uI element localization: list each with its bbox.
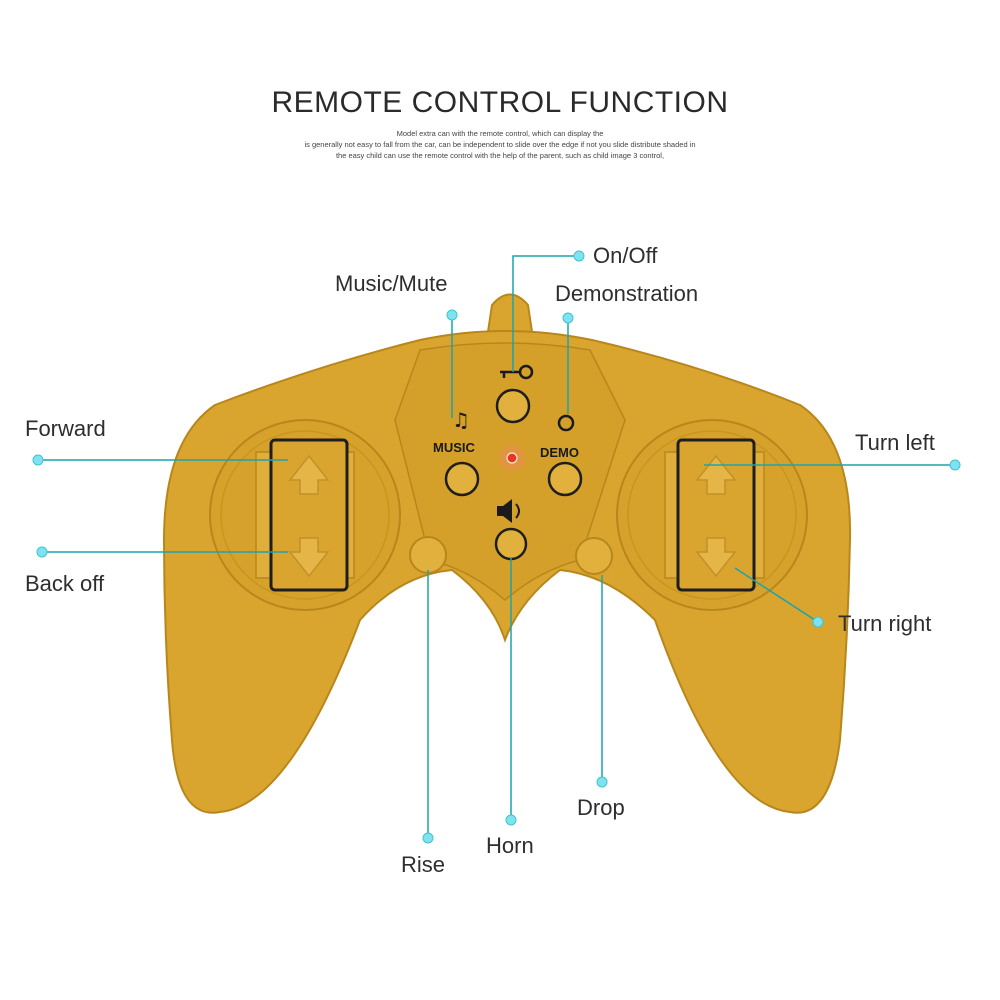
page-title: REMOTE CONTROL FUNCTION <box>271 86 729 119</box>
leader-dot <box>422 832 434 844</box>
label-turn-left: Turn left <box>855 430 935 455</box>
rise-button[interactable] <box>409 536 447 574</box>
leader-dot <box>32 454 44 466</box>
horn-button[interactable] <box>494 527 528 561</box>
label-horn: Horn <box>486 833 534 858</box>
leader-dot <box>446 309 458 321</box>
music-note-icon: ♫ <box>452 408 470 432</box>
leader-line-on-off <box>512 255 579 372</box>
page-subtitle: Model extra can with the remote control,… <box>250 128 750 161</box>
status-led <box>506 452 518 464</box>
leader-dot <box>36 546 48 558</box>
left-slider[interactable] <box>255 438 355 592</box>
label-rise: Rise <box>401 852 446 877</box>
demo-button-label: DEMO <box>540 445 579 460</box>
leader-dot <box>562 312 574 324</box>
leader-dot <box>573 250 585 262</box>
subtitle-line: Model extra can with the remote control,… <box>396 129 604 138</box>
arrow-up-icon <box>695 454 737 495</box>
label-forward: Forward <box>25 416 106 441</box>
leader-dot <box>596 776 608 788</box>
music-button-label: MUSIC <box>433 440 476 455</box>
label-back-off: Back off <box>25 571 105 596</box>
label-on-off: On/Off <box>593 243 658 268</box>
arrow-up-icon <box>288 454 330 495</box>
drop-button[interactable] <box>575 537 613 575</box>
label-demonstration: Demonstration <box>555 281 699 306</box>
arrow-down-icon <box>695 537 737 578</box>
label-turn-right: Turn right <box>838 611 932 636</box>
arrow-down-icon <box>288 537 330 578</box>
power-key-icon <box>500 364 534 380</box>
leader-dot <box>812 616 824 628</box>
right-grip-inner <box>627 430 797 600</box>
music-button[interactable] <box>444 461 480 497</box>
left-grip-inner <box>220 430 390 600</box>
right-slider[interactable] <box>664 438 765 592</box>
leader-dot <box>505 814 517 826</box>
leader-line-turn-right <box>734 567 819 623</box>
on-off-button[interactable] <box>495 388 531 424</box>
demo-icon <box>557 414 575 432</box>
leader-dot <box>949 459 961 471</box>
subtitle-line: the easy child can use the remote contro… <box>335 151 665 160</box>
subtitle-line: is generally not easy to fall from the c… <box>304 140 696 149</box>
label-drop: Drop <box>577 795 625 820</box>
label-music-mute: Music/Mute <box>335 271 448 296</box>
demo-button[interactable] <box>547 461 583 497</box>
speaker-icon <box>497 499 520 523</box>
